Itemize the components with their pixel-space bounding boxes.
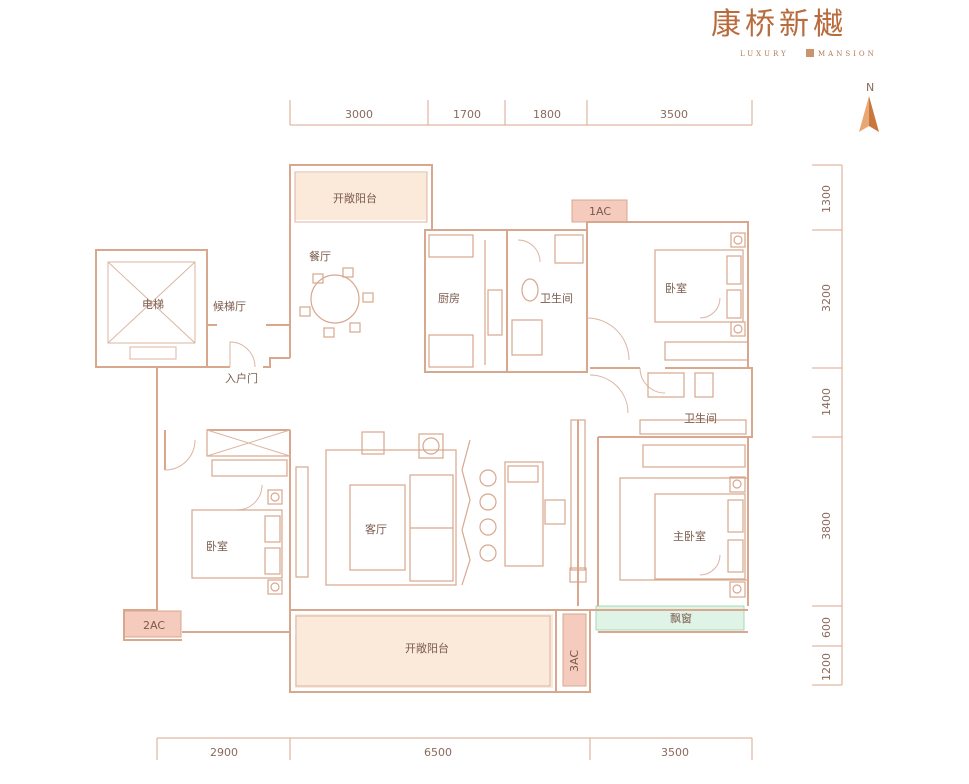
- balcony-top-fill: [295, 173, 427, 220]
- label-ac-3: 3AC: [568, 650, 581, 672]
- label-bath-2: 卫生间: [684, 411, 717, 425]
- dim-right-4: 3800: [820, 512, 833, 540]
- label-living: 客厅: [365, 522, 387, 536]
- top-dimensions: 3000 1700 1800 3500: [289, 100, 753, 126]
- label-elevator-lobby: 候梯厅: [213, 299, 246, 313]
- dim-bottom-3: 3500: [661, 746, 689, 759]
- dim-right-5: 600: [820, 617, 833, 638]
- label-ac-2: 2AC: [143, 619, 165, 632]
- label-bath-1: 卫生间: [540, 291, 573, 305]
- doors: [164, 239, 721, 576]
- label-balcony-top: 开敞阳台: [333, 191, 377, 205]
- label-elevator: 电梯: [142, 298, 164, 311]
- dim-right-3: 1400: [820, 388, 833, 416]
- bottom-dimensions: 2900 6500 3500: [156, 737, 753, 760]
- dim-bottom-2: 6500: [424, 746, 452, 759]
- dim-top-2: 1700: [453, 108, 481, 121]
- label-ac-1: 1AC: [589, 205, 611, 218]
- brand-seal: [806, 49, 814, 57]
- label-bay-window: 飘窗: [670, 611, 692, 625]
- ac-unit-3: [562, 613, 587, 687]
- dim-top-1: 3000: [345, 108, 373, 121]
- elevator-shaft: [95, 249, 208, 368]
- dim-top-4: 3500: [660, 108, 688, 121]
- label-entrance: 入户门: [225, 371, 258, 385]
- brand-title: 康桥新樾: [711, 7, 847, 42]
- dim-top-3: 1800: [533, 108, 561, 121]
- ac-unit-2: [123, 610, 182, 638]
- brand-subtitle-right: MANSION: [818, 50, 877, 58]
- brand-subtitle-left: LUXURY: [740, 50, 789, 58]
- label-dining: 餐厅: [309, 249, 331, 263]
- room-labels: 开敞阳台 餐厅 电梯 候梯厅 入户门 厨房 卫生间 卧室 卫生间 客厅 卧室 主…: [142, 191, 717, 672]
- dim-bottom-1: 2900: [210, 746, 238, 759]
- label-master-bedroom: 主卧室: [673, 529, 706, 543]
- balcony-bottom-fill: [295, 614, 553, 688]
- dim-right-2: 3200: [820, 284, 833, 312]
- furniture: [191, 232, 749, 598]
- dim-right-6: 1200: [820, 653, 833, 681]
- walls: [123, 164, 753, 693]
- label-balcony-bottom: 开敞阳台: [405, 641, 449, 655]
- label-bedroom-ne: 卧室: [665, 281, 687, 295]
- compass-label: N: [866, 81, 874, 94]
- label-kitchen: 厨房: [438, 292, 460, 305]
- dim-right-1: 1300: [820, 185, 833, 213]
- right-dimensions: 1300 3200 1400 3800 600 1200: [812, 164, 843, 686]
- label-bedroom-sw: 卧室: [206, 539, 228, 553]
- north-arrow-icon: N: [859, 81, 879, 132]
